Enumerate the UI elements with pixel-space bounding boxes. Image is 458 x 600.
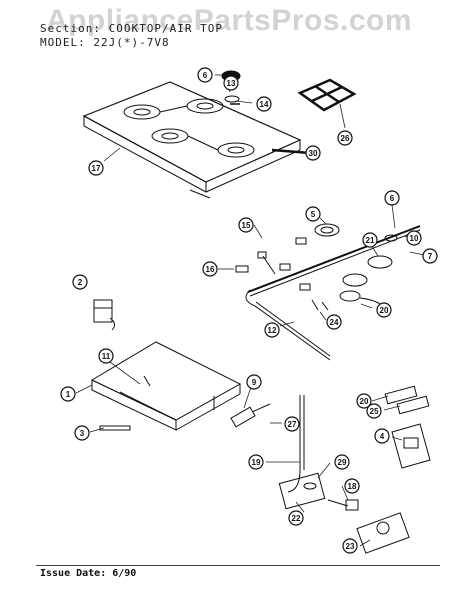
callout-1[interactable]: 1 — [60, 386, 76, 402]
callout-label: 4 — [380, 432, 385, 441]
callout-23[interactable]: 23 — [342, 538, 358, 554]
callout-4[interactable]: 4 — [374, 428, 390, 444]
callout-19[interactable]: 19 — [248, 454, 264, 470]
callout-label: 27 — [288, 420, 297, 429]
callout-11[interactable]: 11 — [98, 348, 114, 364]
callout-label: 1 — [66, 390, 71, 399]
callout-22[interactable]: 22 — [288, 510, 304, 526]
callout-label: 30 — [309, 149, 318, 158]
callout-label: 19 — [252, 458, 261, 467]
model-number: MODEL: 22J(*)-7V8 — [40, 36, 170, 49]
callout-30[interactable]: 30 — [305, 145, 321, 161]
cooktop-panel[interactable] — [82, 81, 302, 199]
callout-27[interactable]: 27 — [284, 416, 300, 432]
callout-7[interactable]: 7 — [422, 248, 438, 264]
trim-strip[interactable] — [271, 148, 311, 155]
callout-21[interactable]: 21 — [362, 232, 378, 248]
callout-label: 22 — [292, 514, 301, 523]
callout-label: 21 — [366, 236, 375, 245]
callout-6b[interactable]: 6 — [384, 190, 400, 206]
ignition-module[interactable] — [93, 299, 116, 331]
callout-label: 6 — [203, 71, 208, 80]
callout-label: 18 — [348, 482, 357, 491]
callout-label: 29 — [338, 458, 347, 467]
callout-2[interactable]: 2 — [72, 274, 88, 290]
callout-label: 15 — [242, 221, 251, 230]
valve-assembly[interactable] — [278, 395, 410, 554]
callout-label: 10 — [410, 234, 419, 243]
callout-label: 20 — [360, 397, 369, 406]
callout-25[interactable]: 25 — [366, 403, 382, 419]
callout-6a[interactable]: 6 — [197, 67, 213, 83]
callout-20a[interactable]: 20 — [376, 302, 392, 318]
burner-manifold[interactable] — [235, 223, 421, 361]
spark-electrode[interactable] — [230, 403, 271, 428]
callout-15[interactable]: 15 — [238, 217, 254, 233]
callout-9[interactable]: 9 — [246, 374, 262, 390]
callout-18[interactable]: 18 — [344, 478, 360, 494]
callout-5[interactable]: 5 — [305, 206, 321, 222]
callout-10[interactable]: 10 — [406, 230, 422, 246]
callout-13[interactable]: 13 — [223, 75, 239, 91]
callout-3[interactable]: 3 — [74, 425, 90, 441]
callout-label: 24 — [330, 318, 339, 327]
callout-12[interactable]: 12 — [264, 322, 280, 338]
callout-29[interactable]: 29 — [334, 454, 350, 470]
callout-14[interactable]: 14 — [256, 96, 272, 112]
callout-label: 16 — [206, 265, 215, 274]
callout-20b[interactable]: 20 — [356, 393, 372, 409]
callout-label: 25 — [370, 407, 379, 416]
spare-parts[interactable] — [384, 385, 431, 469]
callout-16[interactable]: 16 — [202, 261, 218, 277]
burner-ring[interactable] — [224, 95, 240, 103]
callout-label: 12 — [268, 326, 277, 335]
callout-label: 9 — [252, 378, 257, 387]
callout-label: 14 — [260, 100, 269, 109]
callout-label: 11 — [102, 352, 111, 361]
burner-grate[interactable] — [297, 78, 357, 112]
burner-box[interactable] — [90, 341, 242, 431]
callout-label: 20 — [380, 306, 389, 315]
callout-label: 2 — [78, 278, 83, 287]
section-title: Section: COOKTOP/AIR TOP — [40, 22, 223, 35]
callout-17[interactable]: 17 — [88, 160, 104, 176]
callout-label: 5 — [311, 210, 316, 219]
issue-date: Issue Date: 6/90 — [40, 568, 137, 579]
callout-label: 17 — [92, 164, 101, 173]
footer-rule — [36, 565, 440, 566]
callout-label: 3 — [80, 429, 85, 438]
callout-24[interactable]: 24 — [326, 314, 342, 330]
callout-label: 26 — [341, 134, 350, 143]
callout-26[interactable]: 26 — [337, 130, 353, 146]
callout-label: 7 — [428, 252, 433, 261]
callout-label: 13 — [227, 79, 236, 88]
callout-label: 23 — [346, 542, 355, 551]
callout-label: 6 — [390, 194, 395, 203]
